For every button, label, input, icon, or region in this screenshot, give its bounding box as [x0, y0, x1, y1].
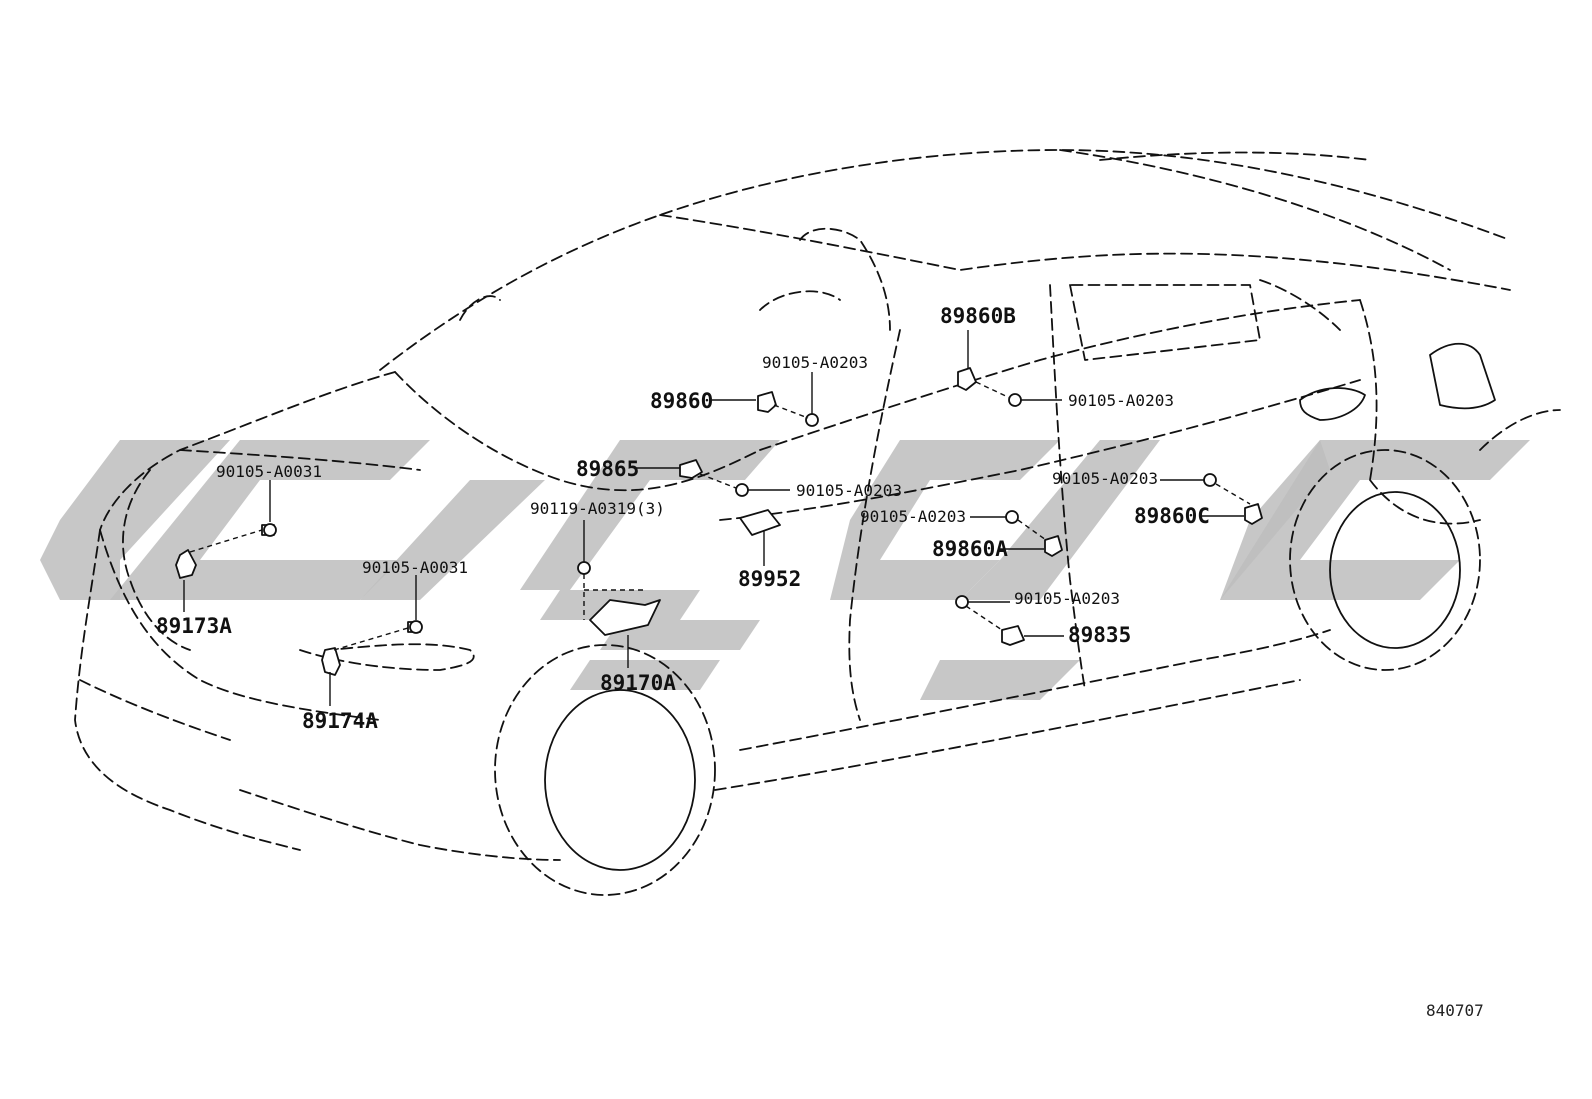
label-89173A: 89173A — [156, 614, 232, 638]
label-89860B: 89860B — [940, 304, 1016, 328]
label-bolt-b7: 90105-A0031 — [216, 462, 322, 481]
label-bolt-b8: 90105-A0031 — [362, 558, 468, 577]
part-89860-sensor[interactable] — [757, 391, 777, 413]
label-89835: 89835 — [1068, 623, 1131, 647]
label-89860: 89860 — [650, 389, 713, 413]
part-89173A-sensor[interactable] — [175, 549, 197, 579]
label-89860A: 89860A — [932, 537, 1008, 561]
part-89170A-airbag-ecu[interactable] — [589, 599, 661, 636]
bolt-90119-A0319[interactable] — [577, 561, 591, 575]
front-wheel — [494, 644, 716, 896]
bolt-b3[interactable] — [1008, 393, 1022, 407]
label-bolt-b9: 90119-A0319(3) — [530, 499, 665, 518]
label-89865: 89865 — [576, 457, 639, 481]
bolt-b1[interactable] — [805, 413, 819, 427]
bolt-90105-A0031-b[interactable] — [407, 620, 423, 634]
part-89860B-sensor[interactable] — [957, 367, 977, 391]
part-89860A-sensor[interactable] — [1044, 535, 1063, 557]
rear-wheel — [1289, 449, 1481, 671]
label-bolt-b4: 90105-A0203 — [1052, 469, 1158, 488]
diagram-code: 840707 — [1426, 1001, 1484, 1020]
label-bolt-b3: 90105-A0203 — [1068, 391, 1174, 410]
label-bolt-b5: 90105-A0203 — [860, 507, 966, 526]
label-bolt-b2: 90105-A0203 — [796, 481, 902, 500]
label-bolt-b6: 90105-A0203 — [1014, 589, 1120, 608]
part-89174A-sensor[interactable] — [321, 647, 341, 676]
bolt-b2[interactable] — [735, 483, 749, 497]
leader-lines — [183, 330, 1251, 706]
part-89835-sensor[interactable] — [1001, 625, 1025, 646]
bolt-b4[interactable] — [1203, 473, 1217, 487]
part-89860C-sensor[interactable] — [1244, 503, 1263, 525]
label-89860C: 89860C — [1134, 504, 1210, 528]
watermark-logo — [40, 440, 1530, 700]
part-89952-module[interactable] — [739, 509, 781, 536]
bolt-b5[interactable] — [1005, 510, 1019, 524]
part-labels: 89860B 90105-A0203 89860 90105-A0203 898… — [156, 304, 1484, 1020]
label-bolt-b1: 90105-A0203 — [762, 353, 868, 372]
part-89865-sensor[interactable] — [679, 459, 703, 479]
label-89952: 89952 — [738, 567, 801, 591]
label-89174A: 89174A — [302, 709, 378, 733]
label-89170A: 89170A — [600, 671, 676, 695]
bolt-90105-A0031-a[interactable] — [261, 523, 277, 537]
